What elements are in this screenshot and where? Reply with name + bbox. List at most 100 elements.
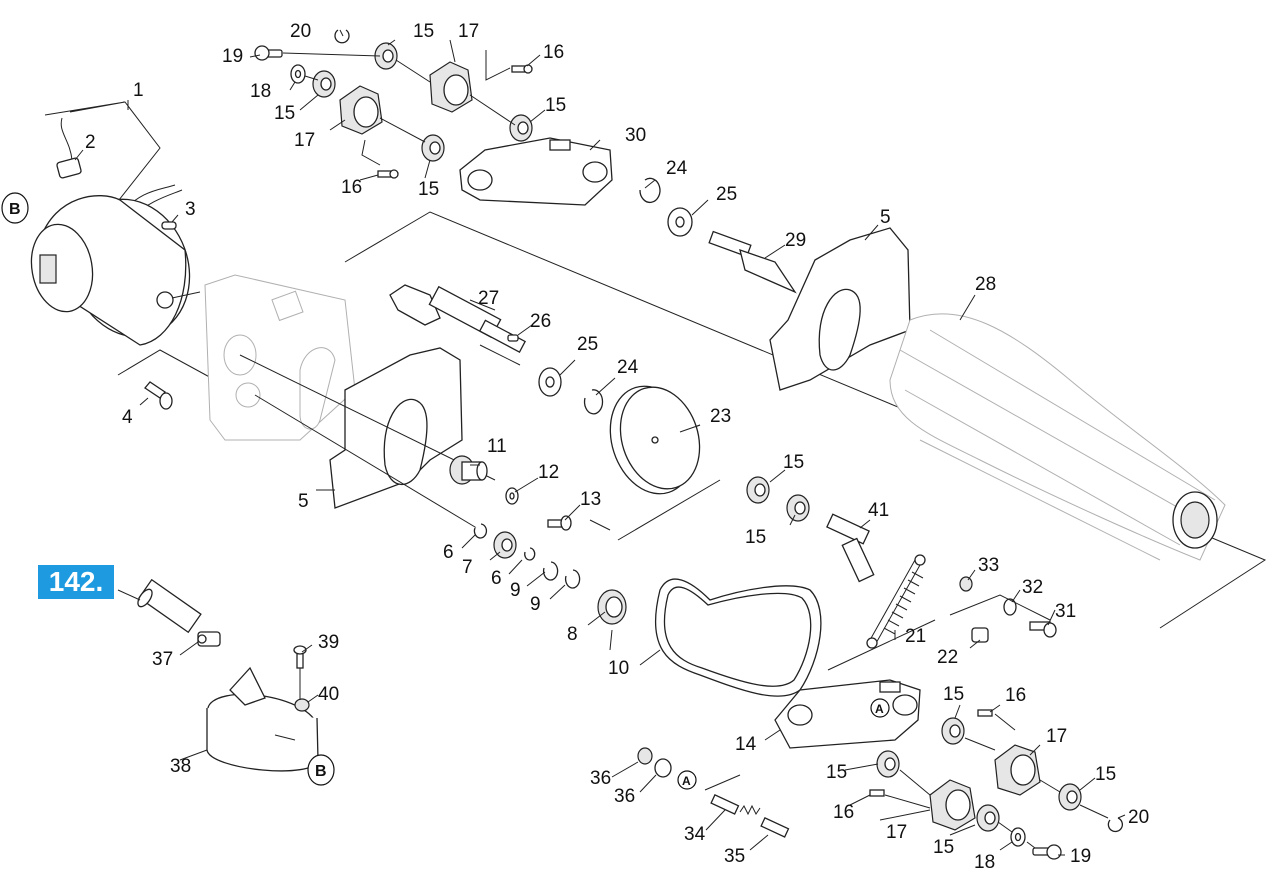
side-plate-left[interactable]	[329, 347, 463, 509]
label-9-b: 9	[530, 594, 541, 615]
housing-plate	[204, 274, 356, 441]
ref-marker-a-bracket: A	[870, 698, 890, 718]
pin-spring-assembly[interactable]	[637, 747, 790, 838]
label-8: 8	[567, 624, 578, 645]
label-7: 7	[462, 557, 473, 578]
bolt-small[interactable]	[1029, 621, 1057, 638]
label-15-h: 15	[826, 762, 847, 783]
label-17-a: 17	[458, 21, 479, 42]
label-24-a: 24	[666, 158, 688, 179]
label-12: 12	[538, 462, 559, 483]
label-16-a: 16	[543, 42, 564, 63]
label-25-b: 25	[577, 334, 598, 355]
drive-shaft[interactable]	[389, 284, 527, 353]
label-41: 41	[868, 500, 889, 521]
label-24-b: 24	[617, 357, 639, 378]
label-37: 37	[152, 649, 173, 670]
tensioner-bearings[interactable]	[746, 476, 810, 522]
ref-marker-b-bottom: B	[307, 754, 335, 786]
label-16-d: 16	[833, 802, 854, 823]
band-nut[interactable]	[294, 698, 310, 712]
carbon-brush[interactable]	[56, 117, 82, 179]
washer-small[interactable]	[1003, 598, 1017, 616]
label-25-a: 25	[716, 184, 737, 205]
motor-screw[interactable]	[117, 349, 216, 410]
retaining-ring-b[interactable]	[564, 569, 581, 589]
label-15-i: 15	[1095, 764, 1116, 785]
label-21: 21	[905, 626, 926, 647]
bottom-bearing-assembly[interactable]	[869, 709, 1124, 860]
label-31: 31	[1055, 601, 1076, 622]
label-17-d: 17	[886, 822, 907, 843]
coupling-bushing[interactable]	[449, 455, 488, 485]
label-35: 35	[724, 846, 745, 867]
plain-washer[interactable]	[505, 487, 519, 505]
label-39: 39	[318, 632, 339, 653]
tension-lever[interactable]	[826, 513, 875, 583]
hex-bolt[interactable]	[547, 515, 572, 531]
label-36-a: 36	[590, 768, 611, 789]
ref-marker-b-top: B	[1, 192, 29, 224]
roller-brush[interactable]	[889, 313, 1226, 561]
top-bearing-assembly[interactable]	[254, 29, 613, 206]
side-plate-right[interactable]	[769, 227, 911, 391]
label-16-c: 16	[1005, 685, 1026, 706]
svg-text:B: B	[9, 201, 21, 218]
shaft-seal[interactable]	[597, 589, 627, 625]
label-15-j: 15	[933, 837, 954, 858]
label-5-right: 5	[880, 207, 891, 228]
motor-key[interactable]	[161, 221, 177, 230]
retaining-ring-a[interactable]	[542, 561, 559, 581]
hose-clamp[interactable]	[197, 631, 221, 647]
label-18-b: 18	[974, 852, 995, 873]
label-33: 33	[978, 555, 999, 576]
circlip-lower[interactable]	[583, 389, 604, 415]
bearing-small[interactable]	[493, 531, 517, 559]
label-15-d: 15	[418, 179, 439, 200]
label-11: 11	[487, 436, 507, 457]
spacer-sleeve[interactable]	[971, 627, 989, 643]
nut-small[interactable]	[959, 576, 973, 592]
svg-text:A: A	[682, 774, 691, 788]
hose-sleeve[interactable]	[135, 578, 202, 634]
label-9-a: 9	[510, 580, 521, 601]
shaft-axis-lines	[239, 344, 701, 531]
highlighted-part-number-badge[interactable]: 142.	[38, 565, 114, 599]
label-34: 34	[684, 824, 706, 845]
label-1: 1	[133, 80, 144, 101]
ref-marker-a-pin: A	[677, 770, 697, 790]
label-16-b: 16	[341, 177, 362, 198]
label-17-b: 17	[294, 130, 315, 151]
label-19-a: 19	[222, 46, 243, 67]
label-18-a: 18	[250, 81, 271, 102]
label-6-a: 6	[443, 542, 454, 563]
part-number-labels: 1 2 3 4 5 5 6 6 7 8 9 9 10 11 12 13 14 1…	[85, 21, 1149, 873]
label-17-c: 17	[1046, 726, 1067, 747]
label-36-b: 36	[614, 786, 635, 807]
tension-spring[interactable]	[866, 554, 926, 649]
label-28: 28	[975, 274, 996, 295]
drive-pulley[interactable]	[597, 375, 712, 504]
motor[interactable]	[25, 101, 209, 354]
shaft-key[interactable]	[507, 334, 519, 342]
circlip-b[interactable]	[524, 547, 536, 561]
circlip-a[interactable]	[473, 523, 488, 539]
label-32: 32	[1022, 577, 1043, 598]
svg-text:B: B	[315, 763, 327, 780]
drive-belt[interactable]	[655, 578, 822, 697]
label-4: 4	[122, 407, 133, 428]
label-2: 2	[85, 132, 96, 153]
brush-drive-pin[interactable]	[708, 230, 797, 294]
label-6-b: 6	[491, 568, 502, 589]
label-5-left: 5	[298, 491, 309, 512]
label-15-a: 15	[413, 21, 434, 42]
label-3: 3	[185, 199, 196, 220]
circlip-upper[interactable]	[639, 177, 661, 204]
lower-bracket-plate[interactable]	[774, 679, 921, 749]
band-ring[interactable]	[204, 666, 320, 772]
leader-lines-right	[949, 594, 1051, 621]
washer-upper[interactable]	[667, 207, 693, 237]
band-screw[interactable]	[293, 645, 307, 669]
label-15-b: 15	[274, 103, 295, 124]
washer-lower[interactable]	[538, 367, 562, 397]
